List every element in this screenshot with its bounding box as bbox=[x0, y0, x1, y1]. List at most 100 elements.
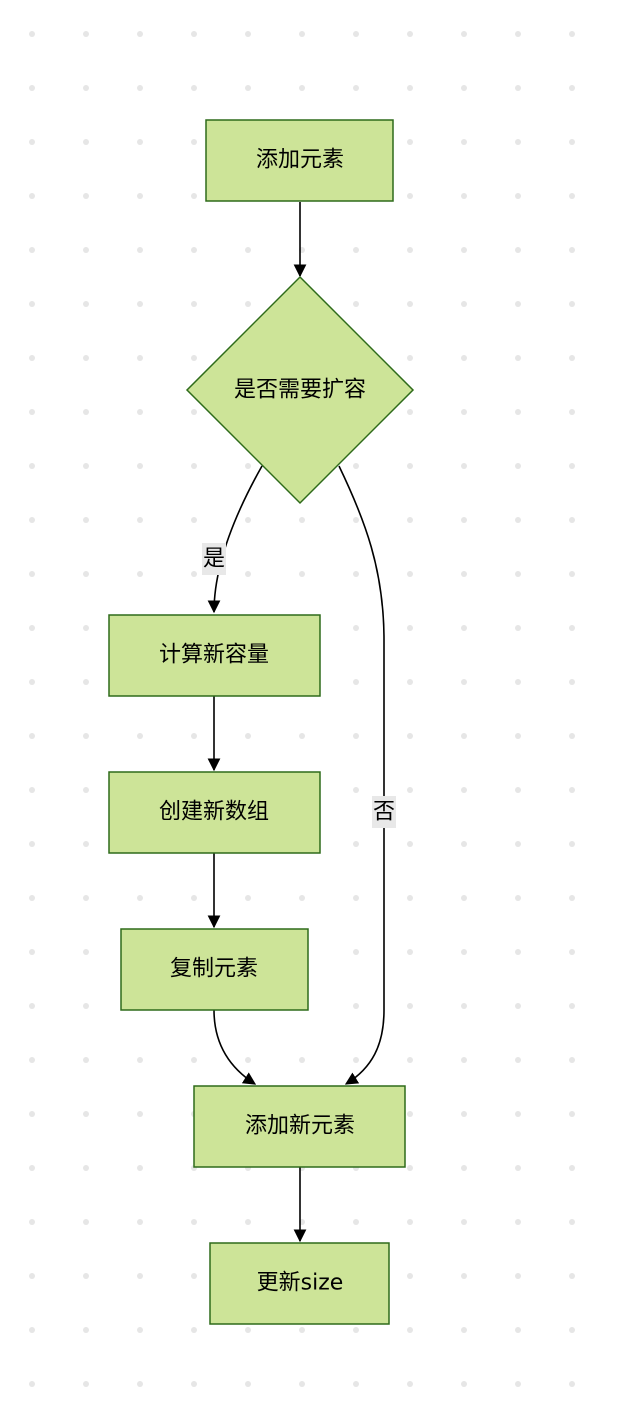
node-create-array[interactable]: 创建新数组 bbox=[108, 771, 321, 854]
grid-dot bbox=[191, 193, 197, 199]
grid-dot bbox=[569, 409, 575, 415]
grid-dot bbox=[137, 895, 143, 901]
grid-dot bbox=[137, 1381, 143, 1387]
grid-dot bbox=[299, 895, 305, 901]
grid-dot bbox=[29, 85, 35, 91]
grid-dot bbox=[515, 733, 521, 739]
grid-dot bbox=[245, 247, 251, 253]
grid-dot bbox=[29, 409, 35, 415]
grid-dot bbox=[515, 571, 521, 577]
grid-dot bbox=[83, 949, 89, 955]
grid-dot bbox=[191, 301, 197, 307]
grid-dot bbox=[461, 1219, 467, 1225]
grid-dot bbox=[353, 301, 359, 307]
grid-dot bbox=[569, 139, 575, 145]
grid-dot bbox=[407, 193, 413, 199]
grid-dot bbox=[461, 1165, 467, 1171]
grid-dot bbox=[29, 139, 35, 145]
node-need-expand-label: 是否需要扩容 bbox=[234, 378, 366, 403]
edge-label-no-text: 否 bbox=[373, 800, 395, 825]
grid-dot bbox=[245, 301, 251, 307]
node-calc-capacity[interactable]: 计算新容量 bbox=[108, 614, 321, 697]
grid-dot bbox=[137, 1111, 143, 1117]
grid-dot bbox=[137, 1273, 143, 1279]
grid-dot bbox=[29, 1165, 35, 1171]
grid-dot bbox=[137, 1165, 143, 1171]
grid-dot bbox=[137, 247, 143, 253]
grid-dot bbox=[245, 85, 251, 91]
node-update-size-label: 更新size bbox=[257, 1271, 344, 1296]
grid-dot bbox=[29, 625, 35, 631]
grid-dot bbox=[515, 787, 521, 793]
grid-dot bbox=[407, 841, 413, 847]
grid-dot bbox=[515, 1165, 521, 1171]
grid-dot bbox=[191, 895, 197, 901]
grid-dot bbox=[137, 1057, 143, 1063]
grid-dot bbox=[407, 31, 413, 37]
grid-dot bbox=[515, 409, 521, 415]
grid-dot bbox=[83, 139, 89, 145]
grid-dot bbox=[29, 1111, 35, 1117]
node-need-expand-decision[interactable]: 是否需要扩容 bbox=[185, 275, 415, 505]
grid-dot bbox=[83, 193, 89, 199]
grid-dot bbox=[353, 841, 359, 847]
grid-dot bbox=[83, 1111, 89, 1117]
grid-dot bbox=[569, 1327, 575, 1333]
node-add-element[interactable]: 添加元素 bbox=[205, 119, 394, 202]
grid-dot bbox=[407, 895, 413, 901]
grid-dot bbox=[137, 355, 143, 361]
node-add-new-element[interactable]: 添加新元素 bbox=[193, 1085, 406, 1168]
grid-dot bbox=[515, 895, 521, 901]
grid-dot bbox=[515, 85, 521, 91]
grid-dot bbox=[515, 625, 521, 631]
grid-dot bbox=[407, 733, 413, 739]
grid-dot bbox=[137, 85, 143, 91]
grid-dot bbox=[461, 355, 467, 361]
grid-dot bbox=[191, 571, 197, 577]
grid-dot bbox=[569, 31, 575, 37]
grid-dot bbox=[83, 409, 89, 415]
node-calc-capacity-label: 计算新容量 bbox=[159, 643, 269, 668]
grid-dot bbox=[461, 733, 467, 739]
edge-label-yes: 是 bbox=[202, 543, 226, 575]
grid-dot bbox=[29, 1273, 35, 1279]
node-add-new-element-label: 添加新元素 bbox=[245, 1114, 355, 1139]
grid-dot bbox=[83, 1165, 89, 1171]
grid-dot bbox=[137, 733, 143, 739]
grid-dot bbox=[191, 139, 197, 145]
grid-dot bbox=[29, 1327, 35, 1333]
node-copy-elements-label: 复制元素 bbox=[170, 957, 258, 982]
grid-dot bbox=[137, 463, 143, 469]
grid-dot bbox=[569, 625, 575, 631]
grid-dot bbox=[299, 31, 305, 37]
grid-dot bbox=[137, 1327, 143, 1333]
grid-dot bbox=[29, 1381, 35, 1387]
grid-dot bbox=[191, 355, 197, 361]
grid-dot bbox=[137, 139, 143, 145]
grid-dot bbox=[191, 1057, 197, 1063]
grid-dot bbox=[191, 31, 197, 37]
grid-dot bbox=[245, 733, 251, 739]
grid-dot bbox=[407, 1111, 413, 1117]
grid-dot bbox=[299, 1381, 305, 1387]
grid-dot bbox=[83, 301, 89, 307]
grid-dot bbox=[83, 1327, 89, 1333]
grid-dot bbox=[245, 1057, 251, 1063]
node-update-size[interactable]: 更新size bbox=[209, 1242, 390, 1325]
grid-dot bbox=[191, 1273, 197, 1279]
grid-dot bbox=[515, 1219, 521, 1225]
grid-dot bbox=[461, 1381, 467, 1387]
grid-dot bbox=[29, 1003, 35, 1009]
grid-dot bbox=[191, 1327, 197, 1333]
grid-dot bbox=[407, 1165, 413, 1171]
grid-dot bbox=[569, 949, 575, 955]
grid-dot bbox=[407, 463, 413, 469]
grid-dot bbox=[191, 1381, 197, 1387]
grid-dot bbox=[29, 1219, 35, 1225]
grid-dot bbox=[353, 625, 359, 631]
grid-dot bbox=[191, 409, 197, 415]
node-copy-elements[interactable]: 复制元素 bbox=[120, 928, 309, 1011]
grid-dot bbox=[461, 679, 467, 685]
grid-dot bbox=[515, 355, 521, 361]
grid-dot bbox=[461, 1273, 467, 1279]
